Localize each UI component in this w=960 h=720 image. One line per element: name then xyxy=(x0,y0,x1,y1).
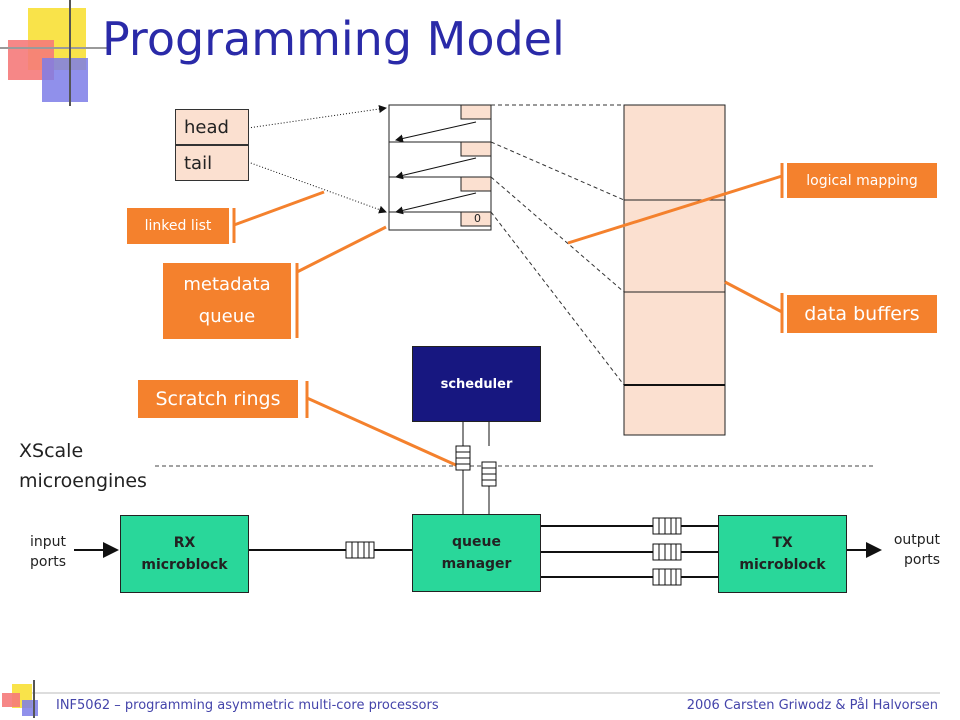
logical-mapping-callout: logical mapping xyxy=(787,163,937,198)
input-ports-label: input ports xyxy=(29,534,66,570)
scratch-ring-icons xyxy=(455,422,497,514)
output-ports-label: output ports xyxy=(893,532,940,568)
scheduler-box: scheduler xyxy=(412,346,541,422)
slide-title: Programming Model xyxy=(102,12,565,66)
data-buffers-column xyxy=(623,104,726,436)
scratch-rings-callout: Scratch rings xyxy=(138,380,298,418)
tx-microblock-box: TX microblock xyxy=(718,515,847,593)
linked-list-callout: linked list xyxy=(127,208,229,244)
tail-field: tail xyxy=(175,145,249,181)
tx-queue-icons xyxy=(652,517,682,586)
corner-decoration xyxy=(0,0,110,106)
queue-manager-box: queue manager xyxy=(412,514,541,592)
metadata-queue-line-2: queue xyxy=(198,306,256,327)
footer-authors: 2006 Carsten Griwodz & Pål Halvorsen xyxy=(686,698,938,713)
xscale-label: XScale xyxy=(19,440,84,462)
metadata-queue-table xyxy=(388,104,492,231)
metadata-null-slot: 0 xyxy=(474,212,481,225)
metadata-queue-callout: metadata queue xyxy=(163,263,291,339)
rx-queue-icon xyxy=(345,541,375,559)
rx-microblock-box: RX microblock xyxy=(120,515,249,593)
metadata-queue-line-1: metadata xyxy=(183,274,271,295)
microengines-label: microengines xyxy=(19,470,147,492)
head-field: head xyxy=(175,109,249,145)
footer-course: INF5062 – programming asymmetric multi-c… xyxy=(56,698,439,713)
data-buffers-callout: data buffers xyxy=(787,295,937,333)
